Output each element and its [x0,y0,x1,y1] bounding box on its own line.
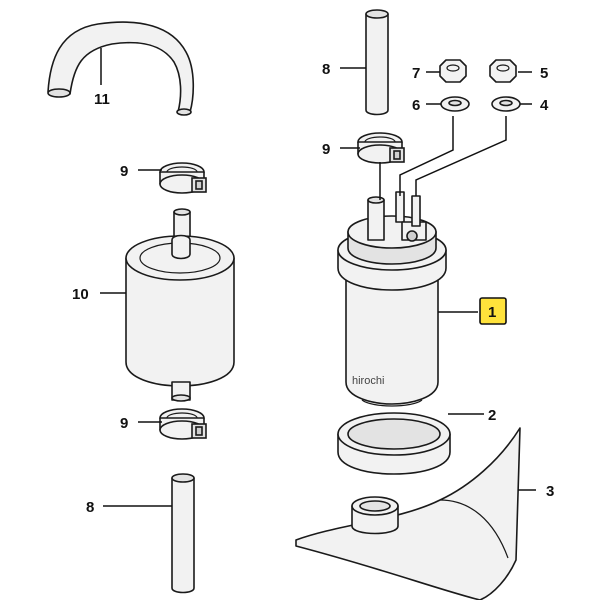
callout-hose-bottom: 8 [86,499,94,516]
callout-washer-left: 6 [412,97,420,114]
callout-nut-right: 5 [540,65,548,82]
washer-left [440,96,470,112]
nut-right [489,59,517,83]
fuel-pump [337,191,447,407]
callout-hose-top: 8 [322,61,330,78]
leader-lines [100,48,536,507]
hose-clamp-bottom-left [159,408,207,440]
washer-right [491,96,521,112]
callout-hose-bent: 11 [94,91,110,108]
callout-highlight [479,297,507,325]
bent-hose [47,21,195,116]
callout-nut-left: 7 [412,65,420,82]
callout-pump: 1 [488,304,496,321]
fuel-filter [125,208,235,402]
callout-clamp-top-left: 9 [120,163,128,180]
hose-clamp-top-left [159,162,207,194]
rubber-mount [295,427,521,600]
straight-hose-bottom [171,473,195,594]
callout-ring-seal: 2 [488,407,496,424]
callout-rubber-mount: 3 [546,483,554,500]
watermark-text: hirochi [352,375,384,387]
straight-hose-top [365,9,389,116]
callout-filter: 10 [72,286,89,303]
ring-seal [337,412,451,475]
callout-clamp-bottom-left: 9 [120,415,128,432]
callout-washer-right: 4 [540,97,549,114]
callout-clamp-top-right: 9 [322,141,330,158]
hose-clamp-top-right [357,132,405,164]
nut-left [439,59,467,83]
